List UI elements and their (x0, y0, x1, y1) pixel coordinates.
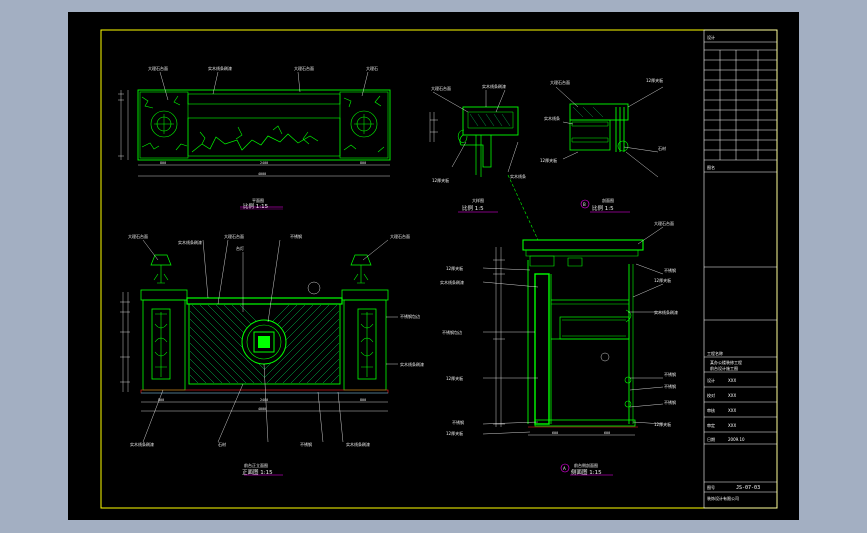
elev-label-1: 大理石台面 (128, 233, 148, 239)
plan-view (118, 71, 391, 210)
detail-2-view (555, 86, 664, 213)
elev-scale: 正面图 1:15 (242, 468, 273, 476)
sec-label-r4: 实木线条刷漆 (654, 309, 678, 315)
sec-label-r7: 不锈钢 (664, 399, 676, 405)
detail2-label-3: 实木线条 (544, 115, 560, 121)
cad-drawing-canvas: 大理石台面 实木线条刷漆 大理石台面 大理石 800 2400 800 4000… (68, 12, 799, 520)
detail2-label-5: 石材 (658, 145, 666, 151)
sec-label-r5: 不锈钢 (664, 371, 676, 377)
tb-heading: 图名 (707, 164, 715, 170)
plan-dim-total: 4000 (258, 172, 266, 176)
elev-label-b3: 不锈钢 (300, 441, 312, 447)
sec-label-r6: 不锈钢 (664, 383, 676, 389)
elev-dim-total: 4000 (258, 407, 266, 411)
elev-label-r2: 实木线条刷漆 (400, 361, 424, 367)
tb-project: 某办公楼装修工程 (710, 359, 742, 365)
sec-label-r3: 12厚夹板 (654, 277, 671, 283)
elev-label-b2: 石材 (218, 441, 226, 447)
side-section-view (482, 174, 664, 476)
detail2-label-2: 12厚夹板 (646, 77, 663, 83)
cad-drawing: 大理石台面 实木线条刷漆 大理石台面 大理石 800 2400 800 4000… (100, 29, 778, 509)
sec-label-r2: 不锈钢 (664, 267, 676, 273)
detail1-scale: 比例 1:5 (462, 204, 484, 212)
sec-label-l6: 12厚夹板 (446, 430, 463, 436)
detail-1-view (429, 89, 519, 213)
sec-dim-2: 600 (604, 431, 610, 435)
plan-label-2: 实木线条刷漆 (208, 65, 232, 71)
sec-label-l4: 12厚夹板 (446, 375, 463, 381)
elev-label-6: 台灯 (236, 245, 244, 251)
tb-row-4: 审定 (707, 422, 715, 428)
plan-dim-2: 2400 (260, 161, 268, 165)
front-elevation-view (120, 239, 398, 476)
elev-label-b4: 实木线条刷漆 (346, 441, 370, 447)
plan-dim-1: 800 (160, 161, 166, 165)
tb-company: 装饰设计有限公司 (707, 495, 739, 501)
detail1-label-3: 12厚夹板 (432, 177, 449, 183)
tb-no: JS-07-03 (736, 485, 760, 491)
elev-dim-3: 800 (360, 398, 366, 402)
title-block-frame (703, 29, 778, 509)
elev-dim-2: 2400 (260, 398, 268, 402)
detail2-label-4: 12厚夹板 (540, 157, 557, 163)
tb-row-4-val: XXX (728, 423, 736, 428)
tb-project-label: 工程名称 (707, 350, 723, 356)
detail2-scale: 比例 1:5 (592, 204, 614, 212)
elev-label-5: 大理石台面 (390, 233, 410, 239)
tb-row-3: 审核 (707, 407, 715, 413)
sec-scale: 侧面图 1:15 (571, 468, 602, 476)
elev-label-r1: 不锈钢包边 (400, 313, 420, 319)
plan-label-4: 大理石 (366, 65, 378, 71)
sec-label-l2: 实木线条刷漆 (440, 279, 464, 285)
detail2-label-1: 大理石台面 (550, 79, 570, 85)
detail1-title: 大样图 (472, 197, 484, 203)
tb-row-3-val: XXX (728, 408, 736, 413)
plan-title: 平面图 (252, 197, 264, 203)
plan-dim-3: 800 (360, 161, 366, 165)
tb-row-2-val: XXX (728, 393, 736, 398)
tb-logo: 设计 (707, 34, 715, 40)
title-block-grid (704, 41, 777, 493)
detail1-label-1: 大理石台面 (431, 85, 451, 91)
sec-label-l1: 12厚夹板 (446, 265, 463, 271)
sec-label-r1: 大理石台面 (654, 220, 674, 226)
elev-title: 前台正立面图 (244, 462, 268, 468)
elev-label-4: 不锈钢 (290, 233, 302, 239)
tb-project2: 前台设计施工图 (710, 365, 738, 371)
tb-date-label: 日期 (707, 436, 715, 442)
detail2-marker: B (583, 202, 586, 207)
detail2-title: 剖面图 (602, 197, 614, 203)
sec-label-r8: 12厚夹板 (654, 421, 671, 427)
detail1-label-4: 实木线条 (510, 173, 526, 179)
elev-dim-1: 800 (158, 398, 164, 402)
tb-row-2: 校对 (707, 392, 715, 398)
plan-label-1: 大理石台面 (148, 65, 168, 71)
sec-title: 前台侧剖面图 (574, 462, 598, 468)
plan-scale: 比例 1:15 (243, 202, 269, 210)
detail1-label-2: 实木线条刷漆 (482, 83, 506, 89)
tb-row-1-val: XXX (728, 378, 736, 383)
elev-label-2: 实木线条刷漆 (178, 239, 202, 245)
sec-label-l5: 不锈钢 (452, 419, 464, 425)
sec-label-l3: 不锈钢包边 (442, 329, 462, 335)
tb-date: 2009.10 (728, 437, 745, 442)
elev-label-3: 大理石台面 (224, 233, 244, 239)
plan-label-3: 大理石台面 (294, 65, 314, 71)
sec-dim-1: 600 (552, 431, 558, 435)
elev-label-b1: 实木线条刷漆 (130, 441, 154, 447)
tb-row-1: 设计 (707, 377, 715, 383)
sec-marker: A (563, 466, 566, 471)
tb-no-label: 图号 (707, 484, 715, 490)
